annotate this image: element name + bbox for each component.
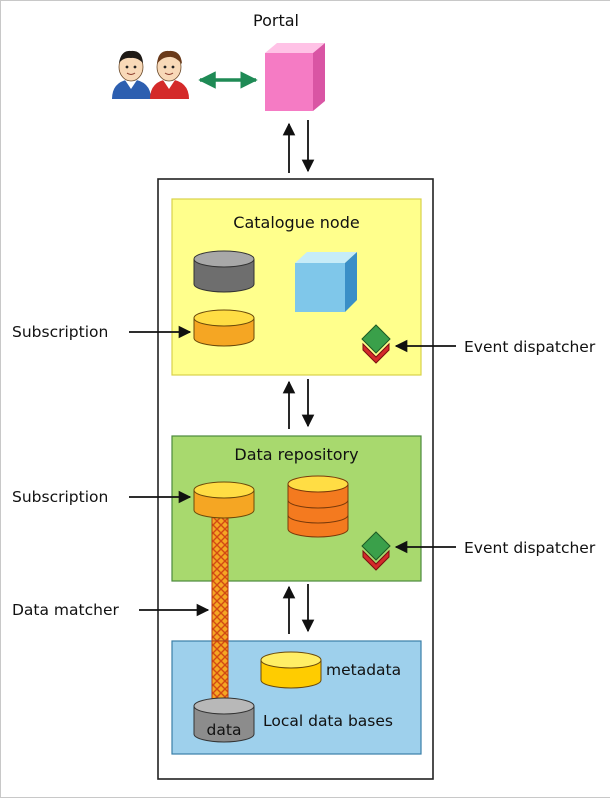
portal-label: Portal: [253, 11, 299, 30]
catalogue-node-title: Catalogue node: [233, 213, 360, 232]
catalogue-database-gray-icon: [193, 250, 255, 293]
catalogue-subscription-database-icon: [193, 309, 255, 347]
repository-subscription-database-icon: [193, 481, 255, 519]
event-dispatcher-icon: [361, 531, 391, 571]
user-blue-icon: [112, 50, 151, 99]
repository-database-stack-icon: [287, 475, 349, 538]
data-database-icon: [193, 697, 255, 743]
event-dispatcher-middle-label: Event dispatcher: [464, 539, 596, 557]
user-red-icon: [150, 50, 189, 99]
subscription-top-label: Subscription: [12, 323, 109, 341]
data-repository-title: Data repository: [234, 445, 359, 464]
event-dispatcher-icon: [361, 324, 391, 364]
catalogue-cube-icon: [295, 252, 357, 312]
data-matcher-label: Data matcher: [12, 601, 119, 619]
data-label: data: [206, 721, 242, 739]
event-dispatcher-top-label: Event dispatcher: [464, 338, 596, 356]
metadata-label: metadata: [326, 661, 402, 679]
data-matcher-mesh-lower: [211, 640, 229, 704]
users-icon: [112, 50, 189, 99]
portal-cube-icon: [265, 43, 325, 111]
metadata-database-icon: [260, 651, 322, 689]
subscription-middle-label: Subscription: [12, 488, 109, 506]
local-data-bases-title: Local data bases: [263, 712, 393, 730]
